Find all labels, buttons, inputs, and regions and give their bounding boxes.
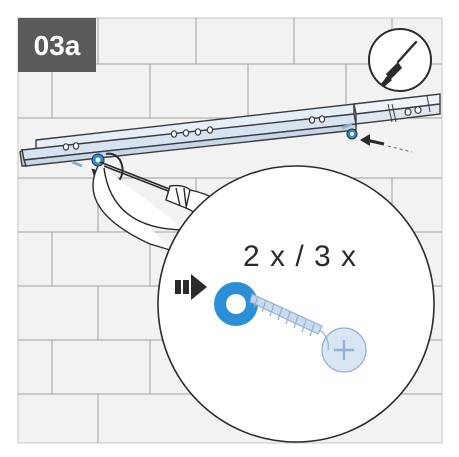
quantity-label: 2 x / 3 x: [243, 240, 357, 273]
rail-holes: [62, 105, 422, 151]
step-badge: [18, 18, 96, 72]
mounting-rail: [19, 93, 441, 167]
zoom-content: [214, 282, 367, 373]
callout-tail: [92, 165, 187, 251]
screwdriver-icon: [368, 28, 432, 92]
insert-arrow: [360, 134, 413, 153]
push-arrow-icon: [175, 274, 207, 300]
zoom-callout: [157, 165, 435, 443]
right-screw: [341, 122, 358, 140]
screw-icon: [249, 293, 367, 373]
step-label: 03a: [34, 30, 81, 61]
